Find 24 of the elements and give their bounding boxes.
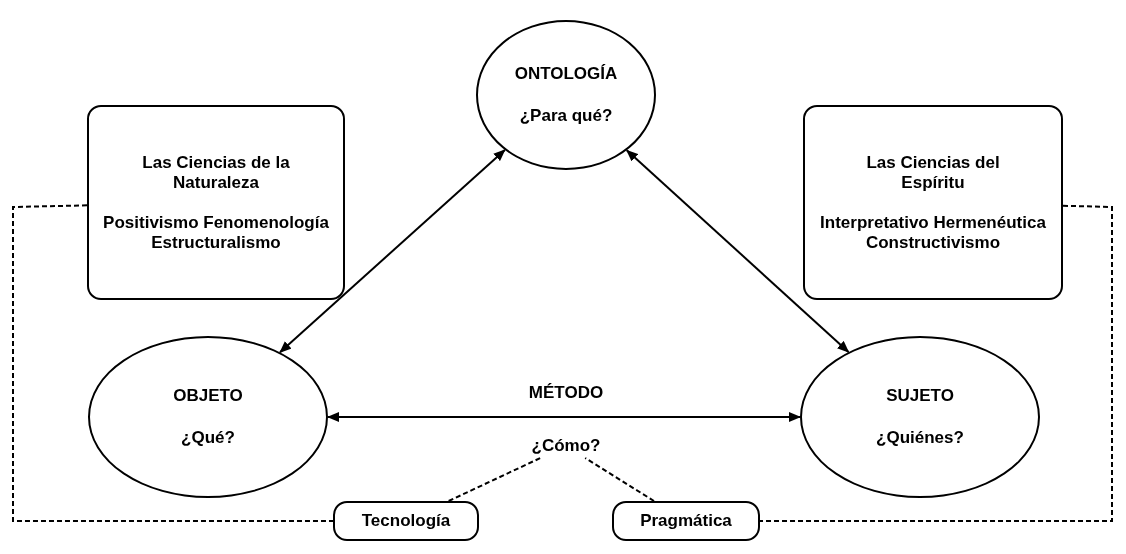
node-text: ¿Qué?	[181, 428, 235, 448]
node-title: OBJETO	[173, 386, 243, 406]
node-text: Interpretativo Hermenéutica Constructivismo	[819, 212, 1047, 253]
node-title: Las Ciencias del Espíritu	[865, 152, 1001, 193]
arrow	[279, 149, 506, 354]
rounded-box	[333, 501, 479, 541]
dashed-connector	[447, 457, 542, 502]
rounded-box	[612, 501, 760, 541]
question-text: ¿Cómo?	[531, 436, 601, 456]
node-title: SUJETO	[886, 386, 954, 406]
node-text: ¿Quiénes?	[876, 428, 964, 448]
dashed-connector	[759, 204, 1113, 522]
dashed-connector	[584, 457, 655, 502]
node-title: Las Ciencias de la Naturaleza	[141, 152, 291, 193]
arrow	[327, 412, 801, 422]
rounded-box	[803, 105, 1063, 300]
node-text: ¿Para qué?	[519, 106, 613, 126]
dashed-connector	[12, 204, 334, 522]
arrow	[625, 149, 850, 353]
node-title: Pragmática	[640, 511, 732, 531]
node-title: Tecnología	[361, 511, 451, 531]
rounded-box	[87, 105, 345, 300]
node-text: Positivismo Fenomenología Estructuralismo	[102, 212, 330, 253]
node-title: ONTOLOGÍA	[514, 64, 618, 84]
